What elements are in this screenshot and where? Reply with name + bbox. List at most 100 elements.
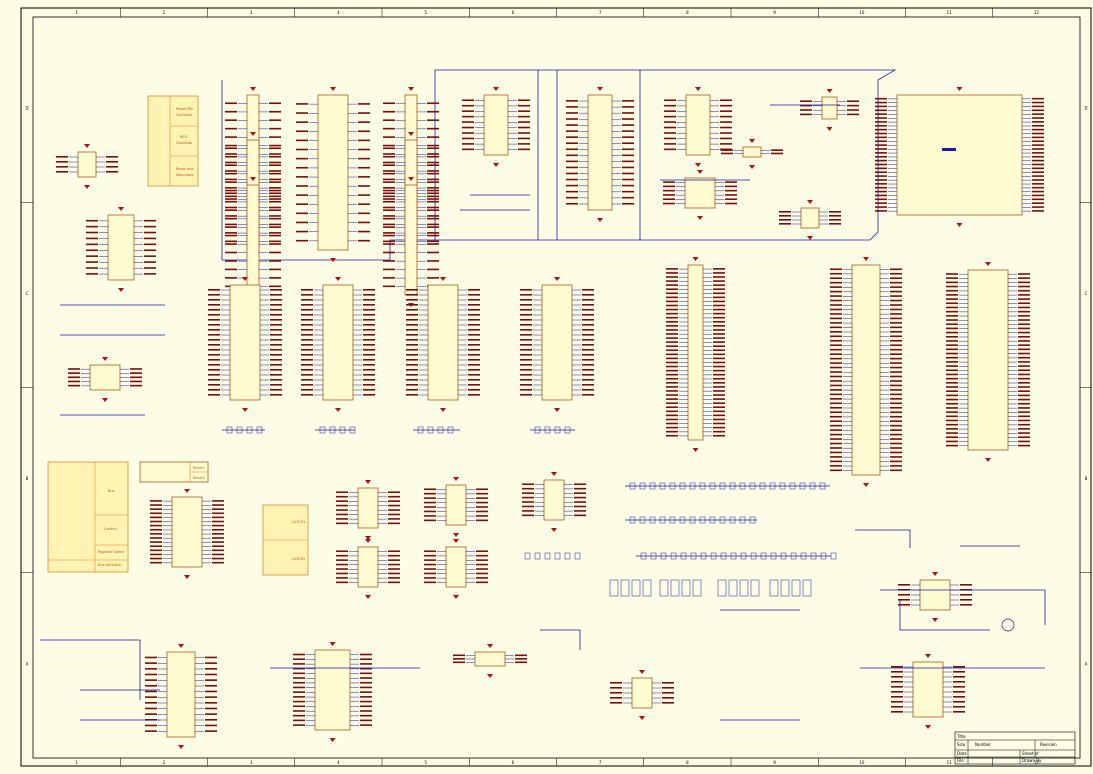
net-label-left: [68, 372, 80, 374]
net-label-left: [296, 212, 308, 215]
net-label-right: [427, 119, 439, 121]
net-label-left: [666, 382, 678, 384]
net-label-right: [582, 384, 594, 386]
net-label-right: [890, 362, 902, 364]
resistor-pack: [802, 579, 812, 597]
net-label-left: [208, 289, 220, 291]
net-label-right: [1018, 444, 1030, 447]
net-label-left: [462, 143, 474, 145]
net-label-left: [520, 354, 532, 356]
net-label-right: [205, 696, 217, 698]
net-label-right: [212, 500, 224, 502]
net-label-left: [830, 357, 842, 360]
net-label-right: [960, 594, 972, 596]
net-label-left: [208, 374, 220, 376]
net-label-left: [383, 153, 395, 155]
resistor: [437, 426, 444, 434]
net-label-left: [946, 327, 958, 330]
net-label-left: [336, 495, 348, 498]
tb-drawn: Drawn By: [1022, 758, 1042, 763]
net-label-left: [225, 110, 237, 113]
net-label-left: [566, 136, 578, 138]
net-label-left: [830, 268, 842, 271]
net-label-left: [225, 164, 237, 166]
net-label-left: [666, 304, 678, 307]
net-label-left: [424, 510, 436, 513]
net-label-right: [358, 185, 370, 187]
net-label-right: [582, 289, 594, 291]
ic-chip: [229, 284, 261, 401]
resistor: [679, 516, 686, 524]
resistor-pack: [728, 579, 738, 597]
net-label-right: [622, 106, 634, 108]
net-label-left: [830, 299, 842, 302]
net-label-left: [301, 294, 313, 296]
net-label-left: [875, 144, 887, 146]
net-label-left: [520, 304, 532, 306]
net-label-right: [890, 393, 902, 396]
net-label-left: [453, 661, 465, 664]
net-label-right: [890, 433, 902, 436]
net-label-right: [890, 277, 902, 280]
net-label-right: [713, 337, 725, 339]
net-label-left: [301, 344, 313, 346]
power-symbol: [118, 207, 124, 211]
ground-symbol: [335, 408, 341, 412]
net-label-left: [383, 232, 395, 234]
net-label-left: [875, 190, 887, 193]
net-label-right: [713, 353, 725, 356]
net-label-left: [830, 371, 842, 373]
net-label-right: [363, 319, 375, 321]
net-label-right: [360, 696, 372, 698]
net-label-left: [424, 515, 436, 517]
net-label-right: [720, 121, 732, 123]
net-label-left: [406, 314, 418, 316]
net-label-left: [875, 105, 887, 108]
net-label-right: [890, 353, 902, 355]
net-label-right: [269, 198, 281, 200]
net-label-right: [890, 317, 902, 320]
net-label-right: [622, 160, 634, 163]
net-label-left: [875, 186, 887, 189]
net-label-left: [86, 237, 98, 240]
net-label-right: [725, 185, 737, 188]
net-label-left: [830, 389, 842, 391]
net-label-left: [566, 130, 578, 132]
net-label-right: [468, 389, 480, 391]
net-label-right: [582, 334, 594, 336]
ic-chip: [851, 264, 881, 476]
net-label-right: [1018, 407, 1030, 409]
net-label-left: [779, 211, 791, 213]
net-label-left: [891, 681, 903, 683]
net-label-right: [1032, 194, 1044, 197]
net-label-right: [270, 309, 282, 311]
zone-row-left: D: [25, 106, 28, 111]
net-label-right: [468, 344, 480, 346]
net-label-right: [1032, 148, 1044, 150]
net-label-left: [293, 705, 305, 708]
net-label-right: [890, 398, 902, 400]
net-label-left: [666, 422, 678, 425]
net-label-right: [622, 154, 634, 157]
net-label-right: [713, 426, 725, 429]
net-label-right: [360, 686, 372, 689]
net-label-left: [225, 217, 237, 220]
net-label-left: [830, 339, 842, 342]
net-label-right: [427, 147, 439, 150]
net-label-left: [830, 415, 842, 418]
net-label-right: [476, 510, 488, 513]
resistor: [629, 482, 636, 490]
net-label-right: [468, 349, 480, 351]
net-label-left: [68, 384, 80, 387]
net-label-right: [582, 294, 594, 296]
bus-block-group: Bus Control Register Select Bus sel/Latc…: [47, 461, 129, 573]
net-label-left: [830, 451, 842, 454]
net-label-left: [830, 326, 842, 329]
net-label-right: [890, 348, 902, 351]
bus-label: Bus: [108, 489, 115, 493]
net-label-right: [1018, 319, 1030, 321]
net-label-right: [205, 679, 217, 681]
net-label-left: [875, 140, 887, 143]
power-symbol: [330, 87, 336, 91]
